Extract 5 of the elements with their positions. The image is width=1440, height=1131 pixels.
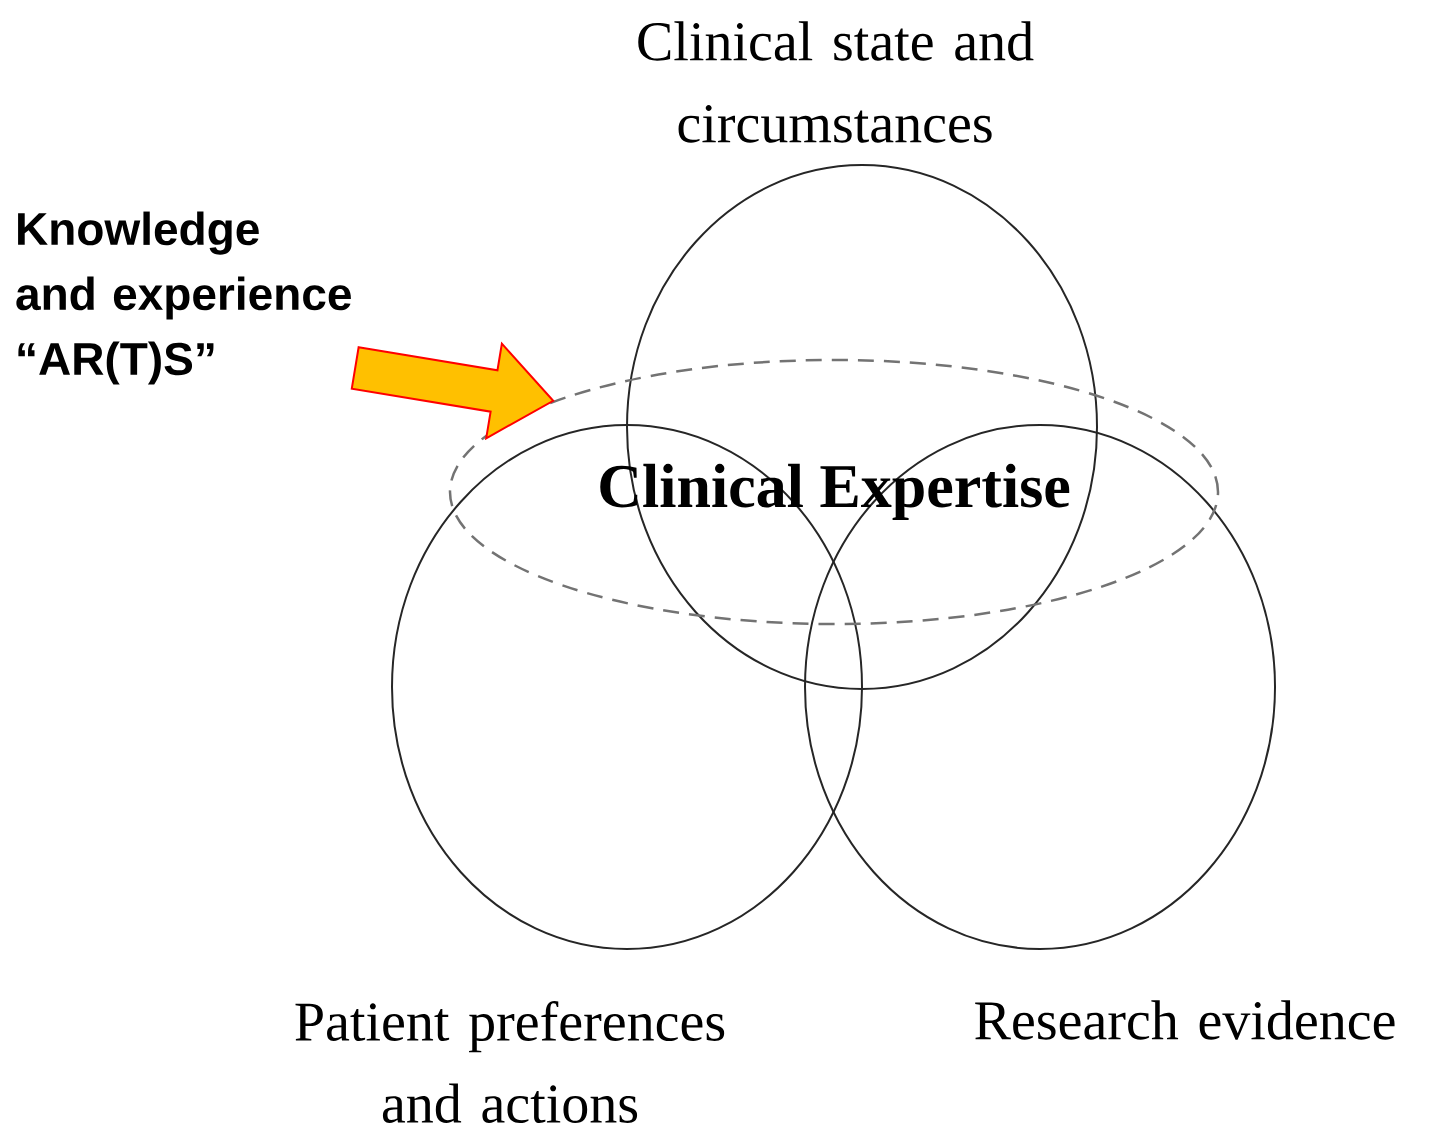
circle-heading: Patient preferences and actions — [295, 1001, 725, 1123]
circle-heading: Research evidence — [975, 1000, 1395, 1040]
circle-heading: Clinical state and circumstances — [638, 21, 1034, 143]
callout-text: Knowledge and experience “AR(T)S” — [16, 211, 351, 385]
block-arrow — [350, 341, 555, 441]
